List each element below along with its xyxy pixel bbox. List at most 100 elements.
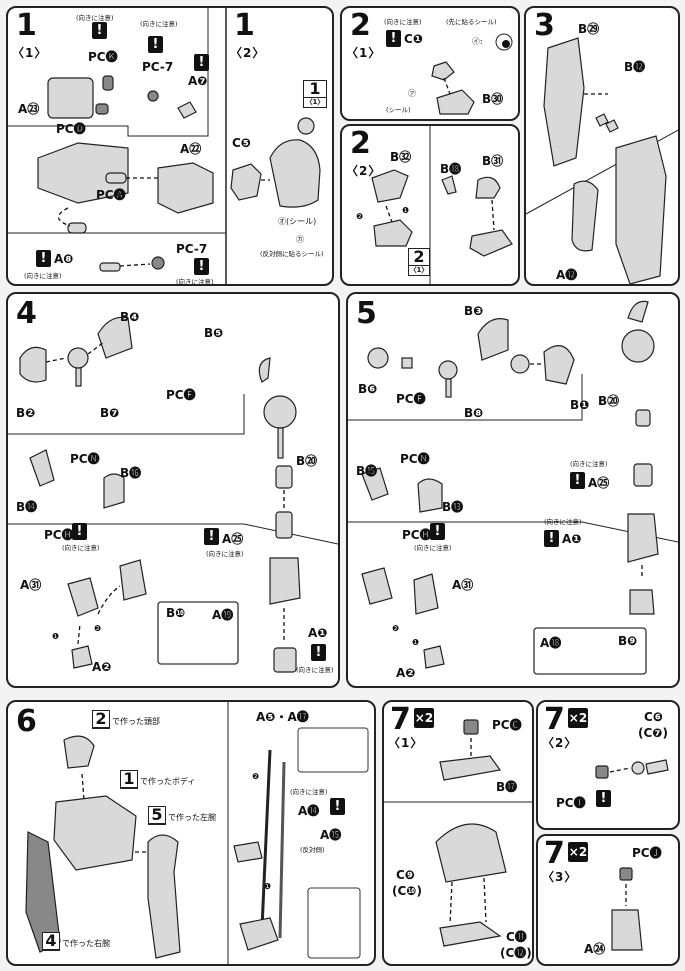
part-label: C❶ [404, 32, 423, 46]
part-label: PC🅚 [88, 50, 118, 64]
part-label: B⓱ [496, 780, 518, 794]
panel-step-4: 4 B❹ B❺ B❷ PC🅔 B❼ B⑳ PC🅝 B⓰ B⓮ PC🅗 ! (向き… [6, 292, 340, 688]
panel-step-6: 6 2 で作った頭部 1 で作ったボディ 5 で作った左腕 4 で作った右腕 A… [6, 700, 376, 966]
panel-step-7-3: 7 ×2 〈3〉 PC🅙 A㉔ [536, 834, 680, 966]
order-marker: ❷ [356, 212, 364, 221]
substep-label: 〈1〉 [346, 46, 382, 60]
part-label: A⓲ [540, 636, 562, 650]
caution-note: (向きに注意) [544, 518, 582, 526]
assembly-note: で作った頭部 [112, 717, 160, 726]
part-label: B❺ [204, 326, 224, 340]
part-label: (C❼) [638, 726, 668, 740]
part-label: PC🅐 [96, 188, 126, 202]
reference-step-box: 1 [120, 770, 138, 789]
part-label: B⑳ [598, 394, 620, 408]
order-marker: ❶ [264, 882, 272, 891]
part-label: B㉚ [482, 92, 504, 106]
step-number: 5 [356, 296, 377, 331]
step-number: 7 [390, 702, 411, 737]
part-label: A⓳ [212, 608, 234, 622]
part-label: B❹ [120, 310, 140, 324]
seal-label: ㋕ [296, 235, 304, 244]
step-number: 2 [350, 8, 371, 43]
seal-label: ㋐ [408, 89, 416, 98]
caution-icon: ! [204, 528, 219, 545]
step-3-illustration [526, 37, 678, 284]
seal-label: ㋑: [472, 37, 483, 46]
part-label: B⓲ [440, 162, 462, 176]
order-marker: ❶ [402, 206, 410, 215]
part-label: PC🅓 [56, 122, 86, 136]
part-label: A❶ [308, 626, 328, 640]
assembly-note: で作った左腕 [168, 813, 216, 822]
part-label: (C❿) [392, 884, 422, 898]
seal-note: (シール) [386, 106, 411, 114]
part-label: B❶ [570, 398, 590, 412]
caution-icon: ! [194, 258, 209, 275]
part-label: PC🅝 [400, 452, 430, 466]
part-label: B❿ [166, 606, 186, 620]
part-label: PC🅗 [44, 528, 74, 542]
panel-step-2-2: 2 〈2〉 B㉜ B⓲ B㉛ ❷ ❶ 2 〈1〉 [340, 124, 520, 286]
caution-icon: ! [194, 54, 209, 71]
panel-step-2-1: 2 〈1〉 (向きに注意) (先に貼るシール) ! C❶ ㋑: ㋐ (シール) … [340, 6, 520, 121]
make-two-badge: ×2 [568, 842, 588, 862]
part-label: PC-7 [142, 60, 174, 74]
part-label: A⓬ [556, 268, 578, 282]
reference-step-box: 2 〈1〉 [408, 247, 430, 276]
step-number: 7 [544, 836, 565, 871]
part-label: B❻ [358, 382, 378, 396]
caution-icon: ! [36, 250, 51, 267]
part-label: A㉕ [222, 532, 244, 546]
make-two-badge: ×2 [568, 708, 588, 728]
seal-note: (先に貼るシール) [446, 18, 497, 26]
part-label: B⑳ [296, 454, 318, 468]
caution-note: (向きに注意) [24, 272, 62, 280]
seal-label: ㋔(シール) [278, 217, 317, 226]
step-7-1-illustration [384, 719, 532, 947]
part-label: A❼ [188, 74, 208, 88]
part-label: A㉓ [18, 102, 40, 116]
order-marker: ❶ [412, 638, 420, 647]
part-label: B㉛ [482, 154, 504, 168]
part-label: B❷ [16, 406, 36, 420]
reference-step-box: 4 [42, 932, 60, 951]
caution-note: (向きに注意) [76, 14, 114, 22]
part-label: A❷ [92, 660, 112, 674]
caution-icon: ! [596, 790, 611, 807]
part-label: PC🅔 [396, 392, 426, 406]
panel-step-3: 3 B㉙ B⓬ A⓬ [524, 6, 680, 286]
part-label: A㉛ [20, 578, 42, 592]
caution-note: (向きに注意) [140, 20, 178, 28]
substep-label: 〈1〉 [388, 736, 424, 750]
part-label: A㉛ [452, 578, 474, 592]
substep-label: 〈2〉 [230, 46, 266, 60]
order-marker: ❷ [392, 624, 400, 633]
caution-note: (向きに注意) [290, 788, 328, 796]
caution-icon: ! [386, 30, 401, 47]
part-label: A⓯ [320, 828, 342, 842]
step-2-1-illustration [431, 33, 513, 115]
step-number: 7 [544, 702, 565, 737]
part-label: A❶ [562, 532, 582, 546]
part-label: B⓮ [16, 500, 38, 514]
step-number: 3 [534, 8, 555, 43]
part-label: PC🅗 [402, 528, 432, 542]
order-marker: ❷ [94, 624, 102, 633]
part-label: B⓯ [356, 464, 378, 478]
part-label: PC🅔 [166, 388, 196, 402]
panel-step-7-2: 7 ×2 〈2〉 C❻ (C❼) PC🅘 ! [536, 700, 680, 830]
part-label: B⓭ [442, 500, 464, 514]
caution-note: (向きに注意) [384, 18, 422, 26]
substep-label: 〈2〉 [542, 736, 578, 750]
make-two-badge: ×2 [414, 708, 434, 728]
part-label: PC🅝 [70, 452, 100, 466]
caution-note: (向きに注意) [296, 666, 334, 674]
part-label: B❾ [618, 634, 638, 648]
step-number: 4 [16, 296, 37, 331]
part-label: C❾ [396, 868, 415, 882]
step-1-illustration [8, 8, 321, 284]
part-label: B㉙ [578, 22, 600, 36]
substep-label: 〈2〉 [346, 164, 382, 178]
assembly-note: で作ったボディ [140, 777, 196, 786]
